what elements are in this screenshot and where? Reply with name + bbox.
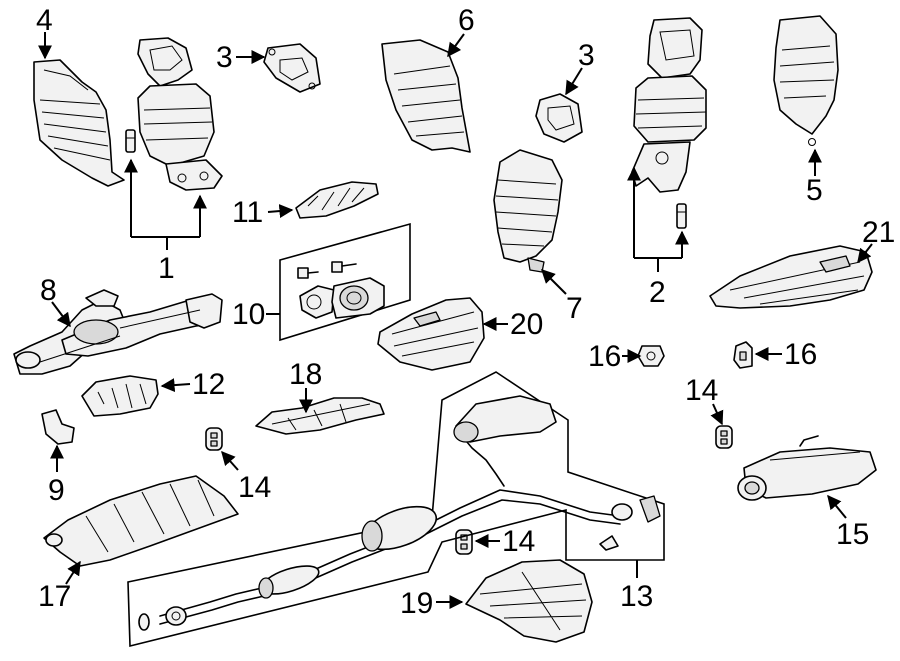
- callout-16-left: 16: [588, 340, 621, 373]
- callout-16-right: 16: [784, 338, 817, 371]
- callout-12: 12: [192, 368, 225, 401]
- heat-shield-part-21[interactable]: [709, 245, 873, 309]
- leader-7: [541, 269, 567, 295]
- heat-shield-part-5[interactable]: [773, 15, 839, 146]
- callout-20: 20: [510, 308, 543, 341]
- callout-10: 10: [232, 298, 265, 331]
- gasket-part-3-right[interactable]: [535, 93, 583, 143]
- callout-11: 11: [232, 196, 263, 229]
- heat-shield-part-4[interactable]: [33, 59, 125, 187]
- oxygen-sensor-part-1[interactable]: [125, 129, 136, 153]
- heat-shield-part-11[interactable]: [295, 181, 379, 219]
- hardware-kit-part-10[interactable]: [279, 222, 411, 342]
- hanger-part-14-right[interactable]: [715, 425, 733, 449]
- callout-2: 2: [649, 276, 666, 309]
- leader-1-bracket: [131, 236, 200, 250]
- callout-18: 18: [289, 358, 322, 391]
- callout-9: 9: [48, 474, 65, 507]
- leader-8: [51, 301, 71, 328]
- callout-3-right: 3: [578, 39, 595, 72]
- callout-17: 17: [38, 580, 71, 613]
- callout-14-center: 14: [238, 471, 271, 504]
- heat-shield-part-6[interactable]: [381, 39, 471, 153]
- callout-5: 5: [806, 174, 823, 207]
- heat-shield-part-7[interactable]: [493, 149, 563, 273]
- catalytic-converter-part-1[interactable]: [137, 37, 223, 191]
- hanger-part-16-left[interactable]: [637, 345, 665, 367]
- callout-8: 8: [40, 274, 57, 307]
- heat-shield-part-17[interactable]: [43, 475, 239, 567]
- callout-15: 15: [836, 518, 869, 551]
- heat-shield-part-19[interactable]: [465, 559, 593, 643]
- bracket-part-9[interactable]: [41, 409, 75, 445]
- callout-4: 4: [36, 4, 53, 37]
- callout-14-right: 14: [685, 374, 718, 407]
- gasket-part-3-left[interactable]: [263, 43, 321, 93]
- callout-6: 6: [458, 4, 475, 37]
- callout-7: 7: [566, 292, 583, 325]
- leader-17: [65, 560, 81, 585]
- leader-6: [447, 33, 465, 58]
- muffler-part-15[interactable]: [737, 435, 877, 501]
- callout-13: 13: [620, 580, 653, 613]
- hanger-part-16-right[interactable]: [733, 341, 753, 369]
- heat-shield-part-18[interactable]: [255, 397, 385, 435]
- callout-14-lower: 14: [502, 525, 535, 558]
- hanger-part-14-lower[interactable]: [455, 529, 473, 555]
- bolt-icon: [297, 261, 357, 279]
- leader-21: [857, 243, 873, 264]
- hanger-part-14-center[interactable]: [205, 427, 223, 451]
- exhaust-system-part-13[interactable]: [127, 371, 665, 648]
- callout-1: 1: [158, 252, 175, 285]
- leader-2-bracket: [634, 257, 682, 272]
- callout-3-left: 3: [216, 41, 233, 74]
- leader-11: [267, 204, 294, 219]
- callout-19: 19: [400, 587, 433, 620]
- leader-14-center: [221, 450, 239, 471]
- leader-12: [160, 378, 191, 393]
- callout-21: 21: [862, 216, 895, 249]
- heat-shield-part-12[interactable]: [81, 375, 159, 417]
- leader-14-right: [710, 403, 724, 426]
- leader-15: [827, 494, 847, 519]
- heat-shield-part-20[interactable]: [377, 297, 485, 371]
- oxygen-sensor-part-2[interactable]: [676, 203, 687, 229]
- catalytic-converter-part-2[interactable]: [631, 17, 707, 193]
- leader-3-right: [565, 67, 583, 96]
- front-pipe-part-8[interactable]: [13, 289, 223, 375]
- assembly-outline: [127, 371, 665, 648]
